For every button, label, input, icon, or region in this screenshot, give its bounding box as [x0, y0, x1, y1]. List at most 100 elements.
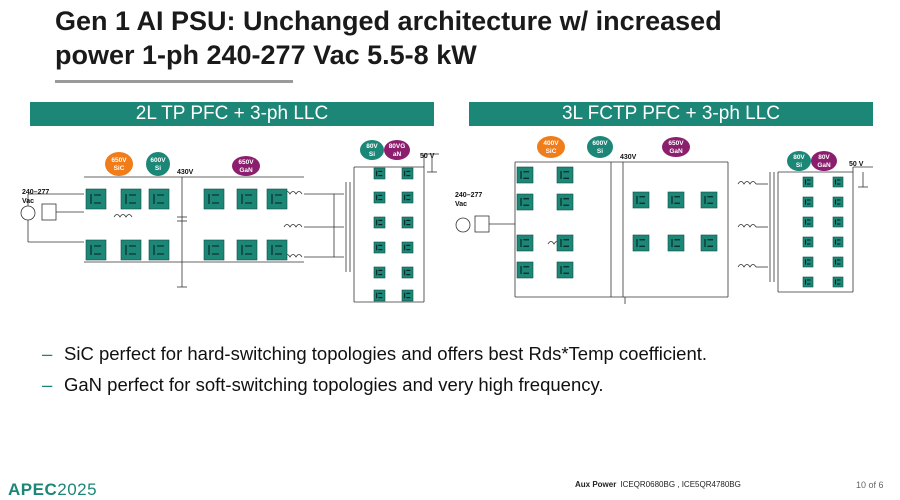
mosfet-switch-symbol	[636, 196, 645, 204]
mosfet-switch-symbol	[271, 245, 282, 255]
logo-year: 2025	[57, 480, 98, 499]
right-panel-header: 3L FCTP PFC + 3-ph LLC	[469, 102, 873, 126]
mosfet-switch-symbol	[376, 170, 383, 177]
mosfet-switch-symbol	[208, 194, 219, 204]
left-input-label-1: 240–277	[22, 189, 49, 196]
badge-line1: 600V	[592, 140, 608, 147]
mosfet-switch-symbol	[208, 245, 219, 255]
mosfet-switch-icon	[266, 239, 288, 261]
badge-line1: 80V	[818, 154, 830, 161]
mosfet-switch-icon	[700, 234, 718, 252]
mosfet-switch-symbol	[376, 219, 383, 226]
right-bus-voltage: 430V	[620, 154, 637, 161]
aux-parts: ICEQR0680BG , ICE5QR4780BG	[620, 480, 741, 489]
mosfet-switch-icon	[148, 239, 170, 261]
mosfet-switch-icon	[802, 176, 814, 188]
mosfet-switch-symbol	[404, 194, 411, 201]
mosfet-switch-icon	[832, 236, 844, 248]
badge-line2: GaN	[669, 148, 683, 155]
badge-line1: 600V	[150, 157, 166, 164]
bullet-marker: –	[42, 374, 53, 395]
mosfet-switch-symbol	[805, 259, 811, 265]
right-circuit-diagram: 240–277 Vac 430V 50 V 400V SiC 600V Si 6…	[455, 136, 873, 304]
bullet-text: SiC perfect for hard-switching topologie…	[64, 343, 708, 364]
badge-line1: 650V	[668, 140, 684, 147]
mosfet-switch-symbol	[153, 194, 164, 204]
mosfet-switch-icon	[832, 176, 844, 188]
mosfet-switch-icon	[373, 266, 386, 279]
left-circuit-diagram: 240–277 Vac 430V 50 V 650V SiC 600V Si 6…	[20, 140, 439, 303]
mosfet-switch-symbol	[560, 266, 569, 274]
mosfet-switch-symbol	[560, 171, 569, 179]
mosfet-switch-icon	[236, 188, 258, 210]
mosfet-switch-icon	[556, 193, 574, 211]
mosfet-switch-icon	[373, 191, 386, 204]
mosfet-switch-symbol	[90, 245, 101, 255]
mosfet-switch-symbol	[835, 219, 841, 225]
mosfet-switch-icon	[516, 166, 534, 184]
mosfet-switch-symbol	[520, 239, 529, 247]
left-input-label-2: Vac	[22, 198, 34, 205]
right-input-label-2: Vac	[455, 201, 467, 208]
mosfet-switch-icon	[401, 241, 414, 254]
mosfet-switch-icon	[802, 236, 814, 248]
badge-line2: SiC	[114, 165, 125, 172]
mosfet-switch-symbol	[90, 194, 101, 204]
mosfet-switch-icon	[401, 191, 414, 204]
mosfet-switch-icon	[120, 188, 142, 210]
badge-line2: Si	[369, 151, 375, 158]
mosfet-switch-symbol	[805, 279, 811, 285]
mosfet-switch-icon	[85, 239, 107, 261]
mosfet-switch-symbol	[704, 239, 713, 247]
mosfet-switch-icon	[832, 196, 844, 208]
badge-line1: 650V	[238, 159, 254, 166]
mosfet-switch-icon	[832, 216, 844, 228]
mosfet-switch-icon	[203, 188, 225, 210]
mosfet-switch-icon	[373, 216, 386, 229]
mosfet-switch-icon	[373, 167, 386, 180]
mosfet-switch-icon	[632, 234, 650, 252]
mosfet-switch-symbol	[404, 244, 411, 251]
mosfet-switch-symbol	[520, 171, 529, 179]
mosfet-switch-icon	[700, 191, 718, 209]
mosfet-switch-icon	[556, 166, 574, 184]
mosfet-switch-symbol	[520, 266, 529, 274]
apec-logo: APEC2025	[8, 480, 97, 500]
mosfet-switch-icon	[802, 196, 814, 208]
slide-title: Gen 1 AI PSU: Unchanged architecture w/ …	[55, 4, 875, 72]
left-badge-600v-si: 600V Si	[146, 152, 170, 176]
mosfet-switch-symbol	[376, 244, 383, 251]
mosfet-switch-icon	[203, 239, 225, 261]
mosfet-switch-icon	[373, 289, 386, 302]
mosfet-switch-symbol	[671, 196, 680, 204]
right-input-label-1: 240–277	[455, 192, 482, 199]
mosfet-switch-icon	[802, 276, 814, 288]
badge-line2: aN	[393, 151, 402, 158]
badge-line2: Si	[597, 148, 603, 155]
mosfet-switch-symbol	[835, 259, 841, 265]
mosfet-switch-icon	[667, 191, 685, 209]
badge-line1: 80V	[366, 143, 378, 150]
page-number: 10 of 6	[856, 480, 884, 490]
left-mosfet-group	[85, 167, 414, 302]
badge-line1: 400V	[543, 140, 559, 147]
mosfet-switch-symbol	[636, 239, 645, 247]
bullet-item: – SiC perfect for hard-switching topolog…	[42, 338, 882, 369]
mosfet-switch-icon	[401, 216, 414, 229]
mosfet-switch-symbol	[153, 245, 164, 255]
mosfet-switch-icon	[802, 216, 814, 228]
mosfet-switch-symbol	[805, 199, 811, 205]
badge-line1: 650V	[111, 157, 127, 164]
mosfet-switch-symbol	[404, 170, 411, 177]
mosfet-switch-icon	[556, 234, 574, 252]
mosfet-switch-icon	[401, 167, 414, 180]
mosfet-switch-icon	[401, 266, 414, 279]
right-mosfet-group	[516, 166, 844, 288]
badge-line2: GaN	[239, 167, 253, 174]
bullet-text: GaN perfect for soft-switching topologie…	[64, 374, 604, 395]
mosfet-switch-symbol	[671, 239, 680, 247]
mosfet-switch-symbol	[835, 199, 841, 205]
mosfet-switch-icon	[120, 239, 142, 261]
mosfet-switch-icon	[516, 193, 534, 211]
